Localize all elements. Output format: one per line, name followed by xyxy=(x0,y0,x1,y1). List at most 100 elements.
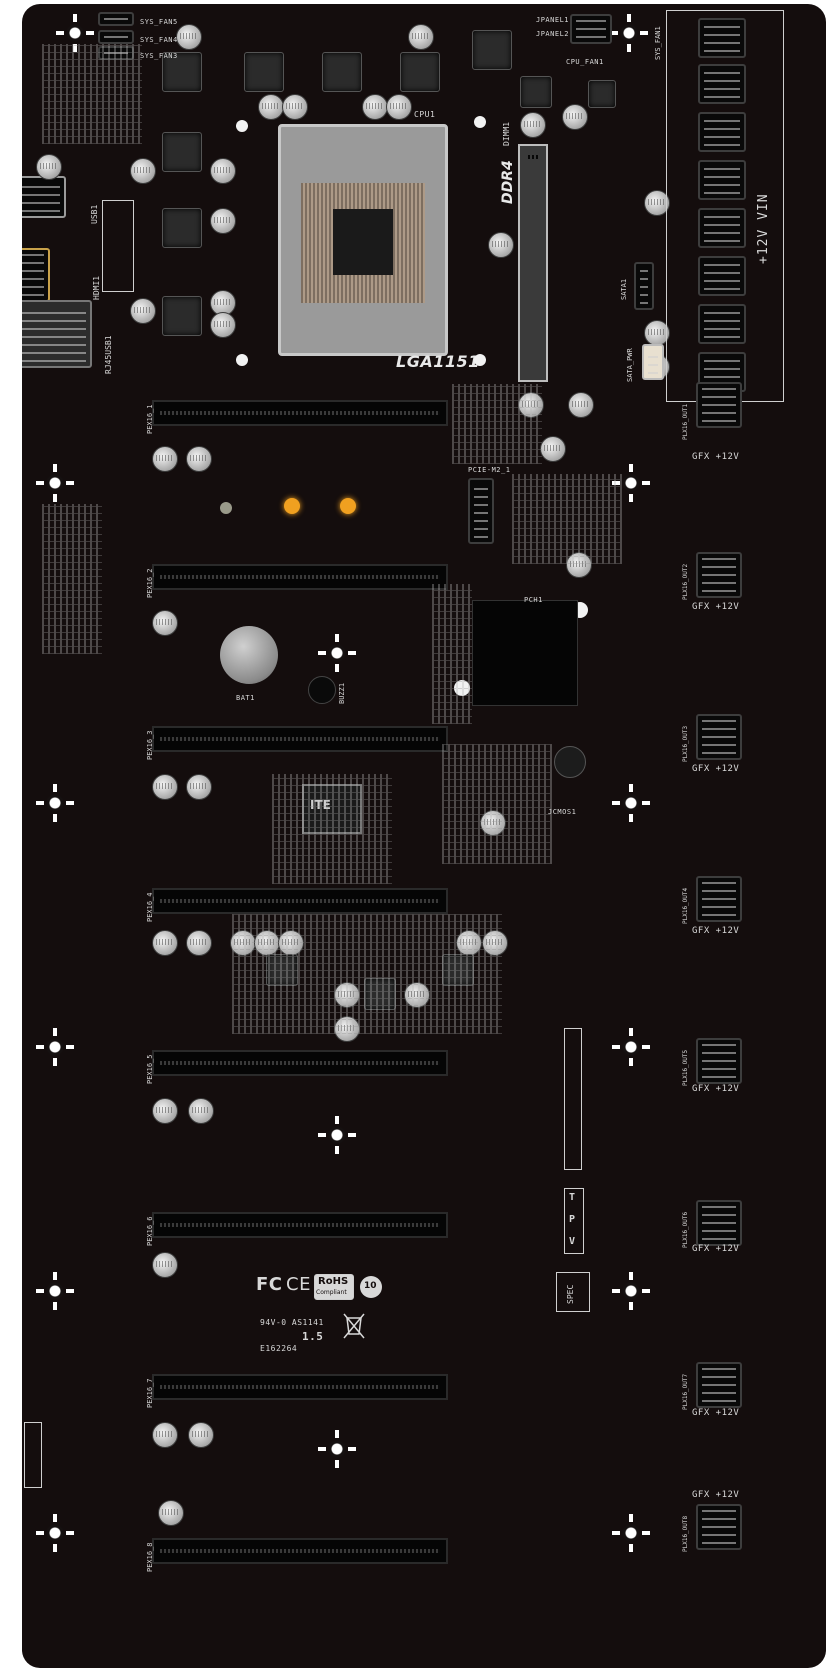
vin-connector[interactable] xyxy=(698,256,746,296)
mounting-hole xyxy=(324,1436,350,1462)
gfx-power-connector[interactable] xyxy=(696,1504,742,1550)
vin-connector[interactable] xyxy=(698,304,746,344)
capacitor xyxy=(540,436,566,462)
gfx-power-connector[interactable] xyxy=(696,1200,742,1246)
vin-connector[interactable] xyxy=(698,160,746,200)
m2-slot[interactable] xyxy=(468,478,494,544)
jcmos-jumper[interactable] xyxy=(554,746,586,778)
capacitor xyxy=(210,208,236,234)
rj45-usb-port[interactable] xyxy=(22,300,92,368)
cpu-fan-label: CPU_FAN1 xyxy=(566,58,604,66)
gfx-connector-label: PLX16_OUT8 xyxy=(682,1515,689,1552)
capacitor xyxy=(152,1252,178,1278)
usb-port[interactable] xyxy=(22,176,66,218)
cmos-battery[interactable] xyxy=(220,626,278,684)
gfx-connector-label: PLX16_OUT6 xyxy=(682,1211,689,1248)
vrm-choke xyxy=(520,76,552,108)
gfx-power-connector[interactable] xyxy=(696,382,742,428)
status-led xyxy=(340,498,356,514)
sys-fan-header[interactable] xyxy=(98,46,134,60)
gfx-label: GFX +12V xyxy=(692,602,740,612)
jpanel2-label: JPANEL2 xyxy=(536,30,570,38)
dimm-label: DIMM1 xyxy=(502,121,511,146)
gfx-power-connector[interactable] xyxy=(696,552,742,598)
gfx-label: GFX +12V xyxy=(692,1244,740,1254)
pcie-slot[interactable] xyxy=(152,400,448,426)
sys-fan-label: SYS_FAN3 xyxy=(140,52,178,60)
capacitor xyxy=(404,982,430,1008)
mounting-hole xyxy=(42,1520,68,1546)
cert-line: E162264 xyxy=(260,1344,298,1353)
smd-area xyxy=(452,384,542,464)
ite-label: ITE xyxy=(310,798,331,812)
capacitor xyxy=(566,552,592,578)
vin-connector[interactable] xyxy=(698,112,746,152)
sys-fan-header[interactable] xyxy=(98,30,134,44)
sata-port[interactable] xyxy=(634,262,654,310)
pch-label: PCH1 xyxy=(524,596,543,604)
pcie-slot[interactable] xyxy=(152,1050,448,1076)
capacitor xyxy=(152,1422,178,1448)
capacitor xyxy=(254,930,280,956)
mounting-hole xyxy=(42,1034,68,1060)
sys-fan-label: SYS_FAN1 xyxy=(654,26,662,60)
capacitor xyxy=(152,774,178,800)
capacitor xyxy=(158,1500,184,1526)
ite-chip: ITE xyxy=(302,784,362,834)
smd-area xyxy=(442,744,552,864)
pcie-slot[interactable] xyxy=(152,1374,448,1400)
mounting-hole xyxy=(42,470,68,496)
spec-box xyxy=(556,1272,590,1312)
pcie-slot[interactable] xyxy=(152,564,448,590)
motherboard: USB1 HDMI1 RJ45USB1 LGA1151 CPU1 xyxy=(22,4,826,1668)
fiducial xyxy=(454,680,470,696)
capacitor xyxy=(258,94,284,120)
mounting-hole xyxy=(324,640,350,666)
pcie-slot[interactable] xyxy=(152,888,448,914)
capacitor xyxy=(386,94,412,120)
edge-header xyxy=(24,1422,42,1488)
vrm-choke xyxy=(472,30,512,70)
vin-connector[interactable] xyxy=(698,208,746,248)
fiducial xyxy=(236,120,248,132)
socket-label: LGA1151 xyxy=(396,352,480,371)
pcie-slot[interactable] xyxy=(152,726,448,752)
sys-fan-header[interactable] xyxy=(98,12,134,26)
mounting-hole xyxy=(618,1520,644,1546)
hdmi-port[interactable] xyxy=(22,248,50,302)
jpanel-header[interactable] xyxy=(570,14,612,44)
gfx-label: GFX +12V xyxy=(692,452,740,462)
sata-power-header[interactable] xyxy=(642,344,664,380)
capacitor xyxy=(334,982,360,1008)
age-badge: 10 xyxy=(360,1276,382,1298)
vin-label: +12V VIN xyxy=(756,193,771,264)
capacitor xyxy=(518,392,544,418)
mounting-hole xyxy=(324,1122,350,1148)
capacitor xyxy=(152,930,178,956)
vin-connector[interactable] xyxy=(698,18,746,58)
capacitor xyxy=(480,810,506,836)
gfx-power-connector[interactable] xyxy=(696,714,742,760)
capacitor xyxy=(520,112,546,138)
capacitor xyxy=(130,298,156,324)
gfx-connector-label: PLX16_OUT5 xyxy=(682,1049,689,1086)
cert-version: 1.5 xyxy=(302,1330,324,1343)
mounting-hole xyxy=(618,1278,644,1304)
pcie-slot[interactable] xyxy=(152,1212,448,1238)
vin-connector[interactable] xyxy=(698,64,746,104)
gfx-power-connector[interactable] xyxy=(696,1362,742,1408)
capacitor xyxy=(186,446,212,472)
ddr-label: DDR4 xyxy=(500,160,516,204)
gfx-power-connector[interactable] xyxy=(696,876,742,922)
sys-fan-label: SYS_FAN4 xyxy=(140,36,178,44)
capacitor xyxy=(488,232,514,258)
vpt-letter: T xyxy=(569,1192,576,1203)
smd-area xyxy=(42,44,142,144)
cpu-socket[interactable] xyxy=(278,124,448,356)
mid-box xyxy=(102,200,134,292)
pcie-slot[interactable] xyxy=(152,1538,448,1564)
gfx-power-connector[interactable] xyxy=(696,1038,742,1084)
dimm-slot[interactable] xyxy=(518,144,548,382)
pcie-slot-label: PEX16_3 xyxy=(146,730,154,760)
rohs-sub-text: Compliant xyxy=(316,1289,347,1296)
